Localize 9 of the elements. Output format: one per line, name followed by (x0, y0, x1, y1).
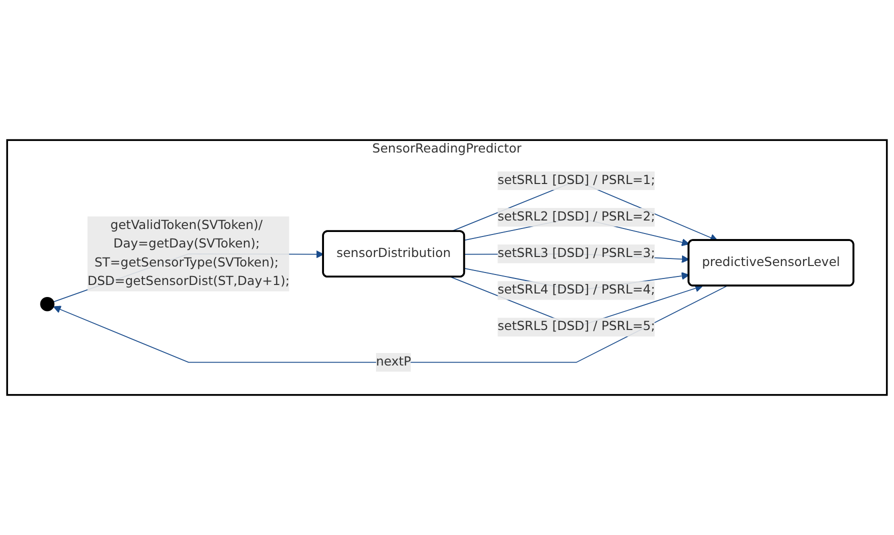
edge-label: setSRL1 [DSD] / PSRL=1; (498, 173, 656, 188)
edge-label: setSRL2 [DSD] / PSRL=2; (498, 210, 656, 224)
edge-label: getValidToken(SVToken)/ Day=getDay(SVToken); ST=getSensorType(SVToken); DSD=getSensorDist(ST,Day+1); (87, 218, 290, 289)
edge-label: setSRL3 [DSD] / PSRL=3; (498, 246, 656, 261)
arrow (53, 286, 728, 363)
node-circle (40, 296, 54, 312)
edge-label: setSRL4 [DSD] / PSRL=4; (498, 282, 656, 298)
edge-label: nextP (376, 354, 412, 370)
edge-label: setSRL5 [DSD] / PSRL=5; (498, 319, 656, 334)
